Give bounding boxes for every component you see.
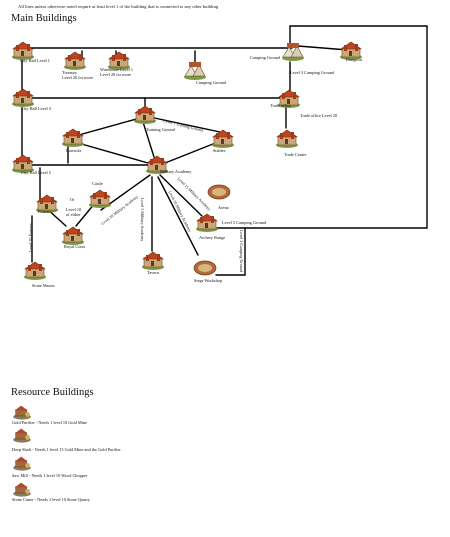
city-hall-icon (10, 40, 36, 60)
line-outer-loop (214, 25, 428, 229)
stables-label: Stables (213, 148, 226, 153)
trade-center-icon (274, 128, 300, 148)
treasury-icon (62, 50, 88, 70)
siege-workshop-icon (192, 256, 218, 276)
level-3-camping-ground-label: Level 3 Camping Ground (290, 70, 335, 75)
royal-court-icon (60, 225, 86, 245)
tavern-label: Tavern (147, 270, 159, 275)
dungeon-label: Dungeon (346, 57, 362, 62)
line-campingground-dungeon (297, 45, 349, 51)
header-note: All lines unless otherwise noted require… (18, 4, 219, 9)
trade-center-label: Trade Center (284, 152, 307, 157)
treasury-label: Treasury Level 20 for more (62, 70, 94, 80)
level-1-camping-ground-label: Level 1 Camping Ground (239, 230, 244, 272)
level-5-military-academy-label: Level 5 Military Academy (140, 198, 145, 242)
arena-label: Arena (218, 205, 229, 210)
archery-range-icon (194, 212, 220, 232)
city-hall-level-3-label: City Hall Level 3 (21, 106, 51, 111)
camping-ground-icon (182, 60, 208, 80)
fortress-label: Fortress (38, 209, 52, 214)
stables-icon (210, 128, 236, 148)
resource-item: Deep Shaft - Needs 1 level 15 Gold Mine … (12, 447, 121, 452)
stone-mason-icon (22, 260, 48, 280)
arena-icon (206, 180, 232, 200)
resource-buildings-title: Resource Buildings (11, 387, 94, 398)
saw-mill-icon (10, 455, 34, 471)
city-hall-level-5-label: City Hall Level 5 (21, 170, 51, 175)
training-ground-icon (132, 104, 158, 124)
camping-ground-b-label: Camping Ground (250, 55, 280, 60)
barracks-label: Barracks (66, 148, 82, 153)
city-hall-level-1-label: City Hall Level 1 (20, 58, 50, 63)
archery-range-label: Archery Range (199, 235, 226, 240)
level-20-fortress-label: Level 20 Fortress (28, 223, 33, 252)
line-stables-academy (164, 141, 219, 164)
camping-ground-icon (280, 41, 306, 61)
line-barracks-academy (77, 142, 149, 164)
trade-office-level-20-label: Trade office Level 20 (300, 113, 338, 118)
line-academy-siege (157, 176, 199, 256)
castle-icon (87, 188, 113, 208)
level-5-camping-ground-label: Level 5 Camping Ground (222, 220, 267, 225)
trade-office-label: Trade office (270, 103, 291, 108)
camping-ground-a-label: Camping Ground (196, 80, 226, 85)
stone-mason-label: Stone Mason (32, 283, 55, 288)
siege-workshop-label: Siege Workshop (194, 278, 223, 283)
gold-purifier-icon (10, 404, 34, 420)
level-10-either-label: Level 10 of either (66, 207, 82, 217)
stone-cutter-icon (10, 481, 34, 497)
resource-item: Stone Cutter - Needs 1 level 10 Stone Qu… (12, 497, 91, 502)
castle-label: Castle (92, 181, 103, 186)
resource-item: Gold Purifier - Needs 1 level 10 Gold Mi… (12, 420, 87, 425)
line-training-academy (142, 121, 155, 158)
tavern-icon (140, 250, 166, 270)
city-hall-icon (10, 87, 36, 107)
or-label: Or (70, 197, 75, 202)
line-training-stables (144, 115, 221, 133)
warehouse-label: Warehouse Level 1 Level 20 for more (100, 67, 134, 77)
deep-shaft-icon (10, 427, 34, 443)
resource-item: Saw Mill - Needs 1 level 10 Wood Chopper (12, 473, 88, 478)
line-academy-archery (159, 174, 203, 217)
military-academy-label: Military Academy (160, 169, 192, 174)
main-buildings-title: Main Buildings (11, 13, 77, 24)
barracks-icon (60, 127, 86, 147)
royal-court-label: Royal Court (64, 244, 86, 249)
training-ground-label: Training Ground (146, 127, 175, 132)
